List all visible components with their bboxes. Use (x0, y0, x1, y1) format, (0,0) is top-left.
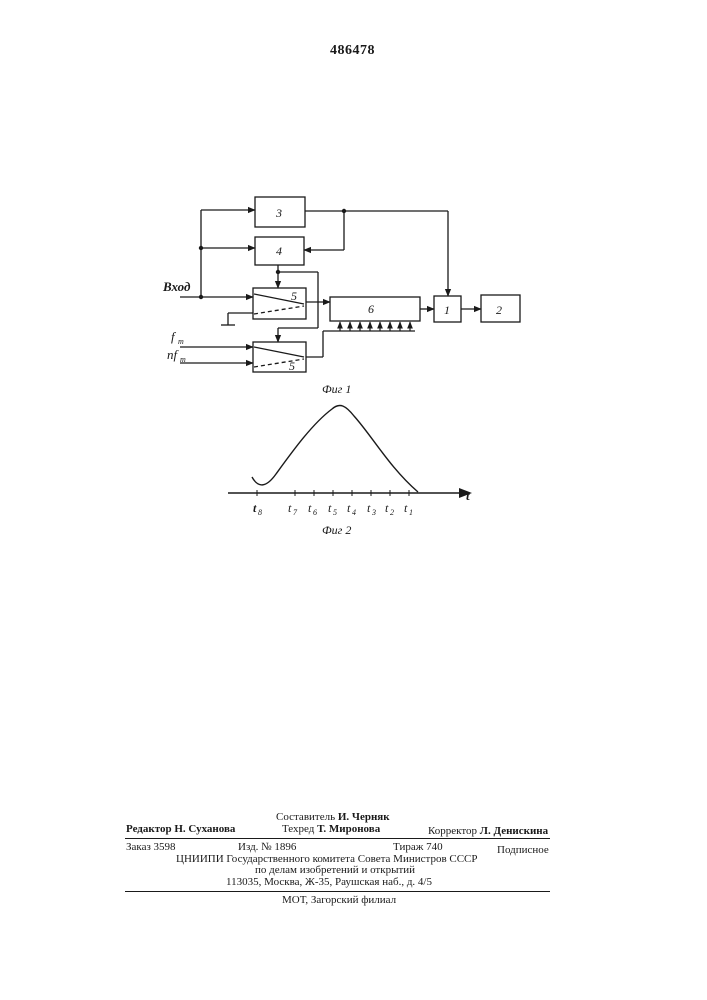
tick-label-subscript: 3 (371, 508, 376, 517)
compiler-name: И. Черняк (338, 811, 390, 823)
address: 113035, Москва, Ж-35, Раушская наб., д. … (226, 876, 432, 888)
figure2-caption: Фиг 2 (322, 523, 351, 537)
tick-label-subscript: 2 (390, 508, 394, 517)
axis-label-t: t (466, 488, 470, 503)
editor-line: Редактор Н. Суханова (126, 823, 235, 835)
techred-role: Техред (282, 823, 314, 835)
tick-label: t (367, 501, 371, 515)
tick-label-subscript: 4 (352, 508, 356, 517)
org-line-2: по делам изобретений и открытий (255, 864, 415, 876)
techred-name: Т. Миронова (317, 823, 380, 835)
corrector-role: Корректор (428, 825, 477, 837)
footer-divider-top (125, 838, 550, 839)
curve (252, 405, 418, 492)
editor-name: Н. Суханова (174, 823, 235, 835)
order-number: Заказ 3598 (126, 841, 176, 853)
compiler-line: Составитель И. Черняк (276, 811, 390, 823)
editor-role: Редактор (126, 823, 172, 835)
tick-label-subscript: 5 (333, 508, 337, 517)
tick-label-subscript: 6 (313, 508, 317, 517)
izd-number: Изд. № 1896 (238, 841, 296, 853)
tick-label: t (328, 501, 332, 515)
figure2-plot: t t8t7t6t5t4t3t2t1 Фиг 2 (0, 0, 707, 560)
corrector-name: Л. Денискина (480, 825, 548, 837)
tick-label-subscript: 8 (258, 508, 262, 517)
footer-divider-bottom (125, 891, 550, 892)
tick-label: t (385, 501, 389, 515)
tick-label: t (347, 501, 351, 515)
compiler-role: Составитель (276, 811, 335, 823)
tick-label: t (308, 501, 312, 515)
tick-label: t (404, 501, 408, 515)
tick-label: t (253, 501, 257, 515)
branch: МОТ, Загорский филиал (282, 894, 396, 906)
tirazh: Тираж 740 (393, 841, 443, 853)
tick-label-subscript: 7 (293, 508, 298, 517)
techred-line: Техред Т. Миронова (282, 823, 380, 835)
tick-label-subscript: 1 (409, 508, 413, 517)
tick-label: t (288, 501, 292, 515)
corrector-line: Корректор Л. Денискина (428, 825, 548, 837)
podpisnoe: Подписное (497, 844, 549, 856)
